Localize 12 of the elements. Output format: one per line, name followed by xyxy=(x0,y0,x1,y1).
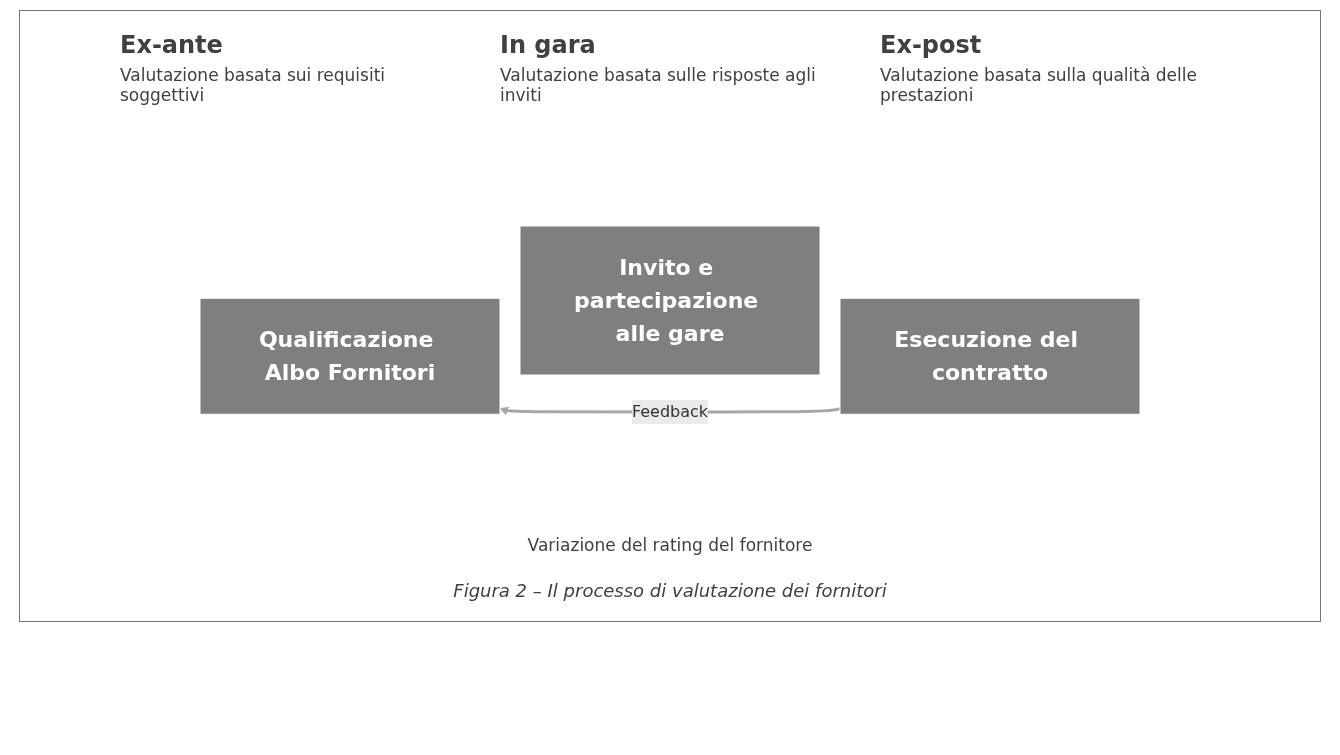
figure-caption: Figura 2 – Il processo di valutazione dei fornitori xyxy=(453,580,887,601)
phase-description: Valutazione basata sulla qualità delle prestazioni xyxy=(880,65,1198,105)
phase-description: Valutazione basata sulle risposte agli inviti xyxy=(500,65,817,105)
phase-heading: Ex-ante xyxy=(120,31,223,59)
note-text: Variazione del rating del fornitore xyxy=(526,535,814,555)
node-box: Invito e partecipazione alle gare xyxy=(519,225,821,376)
edge-label: Feedback xyxy=(631,402,709,421)
phase-heading: In gara xyxy=(500,31,596,59)
phase-description: Valutazione basata sui requisiti soggettivi xyxy=(120,65,387,105)
node-box: Qualificazione Albo Fornitori xyxy=(199,297,501,415)
phase-heading: Ex-post xyxy=(880,31,982,59)
node-box: Esecuzione del contratto xyxy=(839,297,1141,415)
